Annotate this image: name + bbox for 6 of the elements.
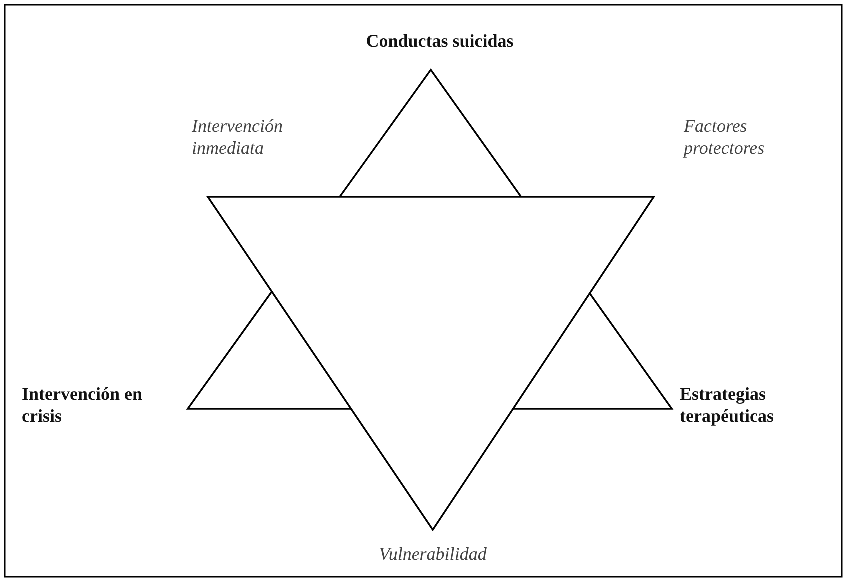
corner-label: Intervención en crisis xyxy=(22,383,144,427)
side-label: Factores protectores xyxy=(684,115,766,159)
heading-label: Conductas suicidas xyxy=(365,30,515,52)
corner-label: Estrategias terapéuticas xyxy=(680,383,775,427)
side-label: Intervención inmediata xyxy=(192,115,284,159)
bottom-label: Vulnerabilidad xyxy=(378,543,488,565)
